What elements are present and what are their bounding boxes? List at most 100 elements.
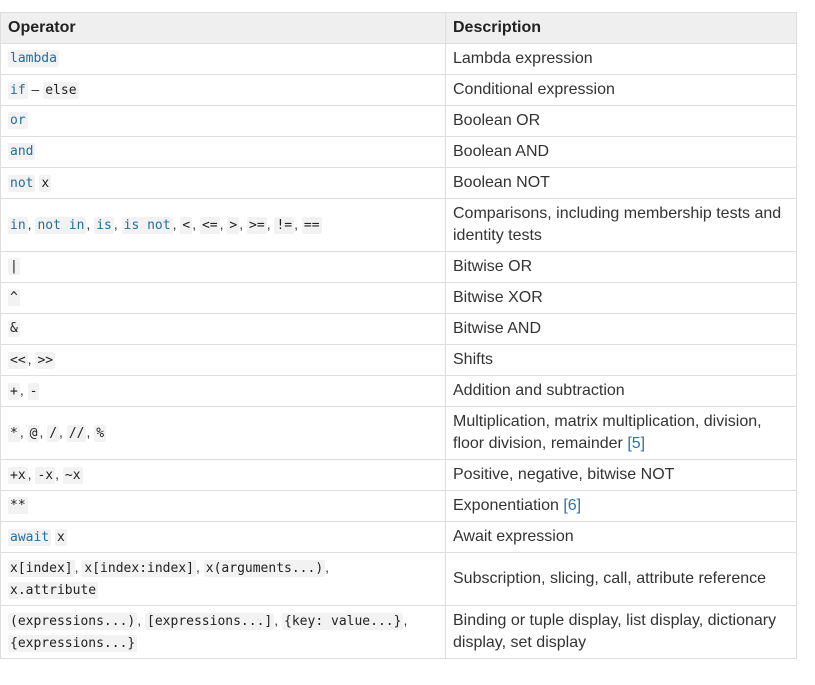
operator-separator: , [195, 559, 204, 575]
operator-separator: , [274, 612, 283, 628]
operator-cell: +, - [0, 375, 446, 407]
operator-cell: (expressions...), [expressions...], {key… [0, 605, 446, 659]
operator-separator: , [74, 559, 83, 575]
description-text: Bitwise OR [453, 258, 533, 275]
operator-cell: await x [0, 521, 446, 553]
description-text: Bitwise XOR [453, 289, 543, 306]
operator-code: ** [8, 497, 28, 514]
description-text: Multiplication, matrix multiplication, d… [453, 413, 762, 452]
operator-code: [expressions...] [145, 613, 275, 630]
column-header-operator: Operator [0, 12, 446, 44]
operator-code: * [8, 425, 20, 442]
operator-code: else [43, 82, 79, 99]
operator-separator: , [239, 216, 248, 232]
table-row: or Boolean OR [0, 105, 797, 137]
table-row: <<, >> Shifts [0, 344, 797, 376]
table-body: lambda Lambda expression if – else Conditio… [0, 43, 797, 659]
operator-separator: , [266, 216, 275, 232]
description-cell: Subscription, slicing, call, attribute r… [445, 552, 797, 606]
operator-precedence-table: Operator Description lambda Lambda expres… [0, 12, 797, 659]
operator-separator: , [39, 424, 48, 440]
operator-separator: , [59, 424, 67, 440]
operator-cell: | [0, 251, 446, 283]
operator-code: % [94, 425, 107, 442]
table-row: in, not in, is, is not, <, <=, >, >=, !=… [0, 198, 797, 252]
operator-code: | [8, 258, 20, 275]
description-text: Shifts [453, 351, 494, 368]
operator-code: > [227, 217, 240, 234]
operator-cell: or [0, 105, 446, 137]
operator-code: x [55, 529, 67, 546]
operator-code: is [94, 217, 114, 234]
operator-code: x [39, 175, 52, 192]
operator-code: +x [8, 467, 28, 484]
operator-cell: *, @, /, //, % [0, 406, 446, 460]
operator-cell: in, not in, is, is not, <, <=, >, >=, !=… [0, 198, 446, 252]
description-cell: Lambda expression [445, 43, 797, 75]
operator-code: -x [35, 467, 56, 484]
description-text: Bitwise AND [453, 320, 542, 337]
description-cell: Comparisons, including membership tests … [445, 198, 797, 252]
operator-separator: , [403, 612, 408, 628]
operator-code: lambda [8, 50, 59, 67]
operator-code: {key: value...} [282, 613, 404, 630]
operator-separator: , [19, 424, 28, 440]
operator-separator: , [27, 466, 36, 482]
description-text: Await expression [453, 528, 574, 545]
description-cell: Multiplication, matrix multiplication, d… [445, 406, 797, 460]
operator-separator: – [27, 81, 44, 97]
description-cell: Conditional expression [445, 74, 797, 106]
description-text: Conditional expression [453, 81, 615, 98]
operator-separator: , [192, 216, 200, 232]
description-cell: Boolean AND [445, 136, 797, 168]
footnote-link[interactable]: [5] [627, 435, 646, 452]
operator-separator: , [172, 216, 181, 232]
operator-code: @ [27, 425, 40, 442]
description-cell: Addition and subtraction [445, 375, 797, 407]
description-cell: Binding or tuple display, list display, … [445, 605, 797, 659]
operator-cell: & [0, 313, 446, 345]
operator-code: & [8, 320, 20, 337]
operator-code: x[index] [8, 560, 75, 577]
operator-code: ^ [8, 289, 20, 306]
table-row: await x Await expression [0, 521, 797, 553]
operator-cell: and [0, 136, 446, 168]
operator-code: x(arguments...) [203, 560, 326, 577]
footnote-link[interactable]: [6] [563, 497, 582, 514]
operator-code: or [8, 112, 28, 129]
operator-cell: x[index], x[index:index], x(arguments...… [0, 552, 446, 606]
table-row: +, - Addition and subtraction [0, 375, 797, 407]
operator-separator: , [219, 216, 228, 232]
operator-code: == [301, 217, 322, 234]
operator-code: // [66, 425, 87, 442]
table-row: ^ Bitwise XOR [0, 282, 797, 314]
operator-code: >> [35, 352, 56, 369]
operator-precedence-table-container: Operator Description lambda Lambda expres… [0, 12, 797, 659]
description-cell: Boolean OR [445, 105, 797, 137]
description-cell: Exponentiation [6] [445, 490, 797, 522]
operator-code: (expressions...) [8, 613, 138, 630]
description-text: Addition and subtraction [453, 382, 625, 399]
operator-code: != [274, 217, 295, 234]
operator-code: / [47, 425, 60, 442]
description-cell: Await expression [445, 521, 797, 553]
operator-code: >= [247, 217, 267, 234]
description-text: Lambda expression [453, 50, 593, 67]
description-cell: Shifts [445, 344, 797, 376]
table-row: & Bitwise AND [0, 313, 797, 345]
operator-separator: , [137, 612, 146, 628]
operator-separator: , [86, 216, 95, 232]
operator-code: if [8, 82, 28, 99]
operator-cell: <<, >> [0, 344, 446, 376]
description-text: Boolean OR [453, 112, 541, 129]
description-text: Exponentiation [453, 497, 559, 514]
operator-cell: lambda [0, 43, 446, 75]
table-header-row: Operator Description [0, 12, 797, 44]
description-cell: Positive, negative, bitwise NOT [445, 459, 797, 491]
operator-code: x[index:index] [82, 560, 196, 577]
operator-cell: ^ [0, 282, 446, 314]
description-text: Subscription, slicing, call, attribute r… [453, 570, 767, 587]
operator-separator: , [294, 216, 302, 232]
operator-code: x.attribute [8, 582, 99, 599]
